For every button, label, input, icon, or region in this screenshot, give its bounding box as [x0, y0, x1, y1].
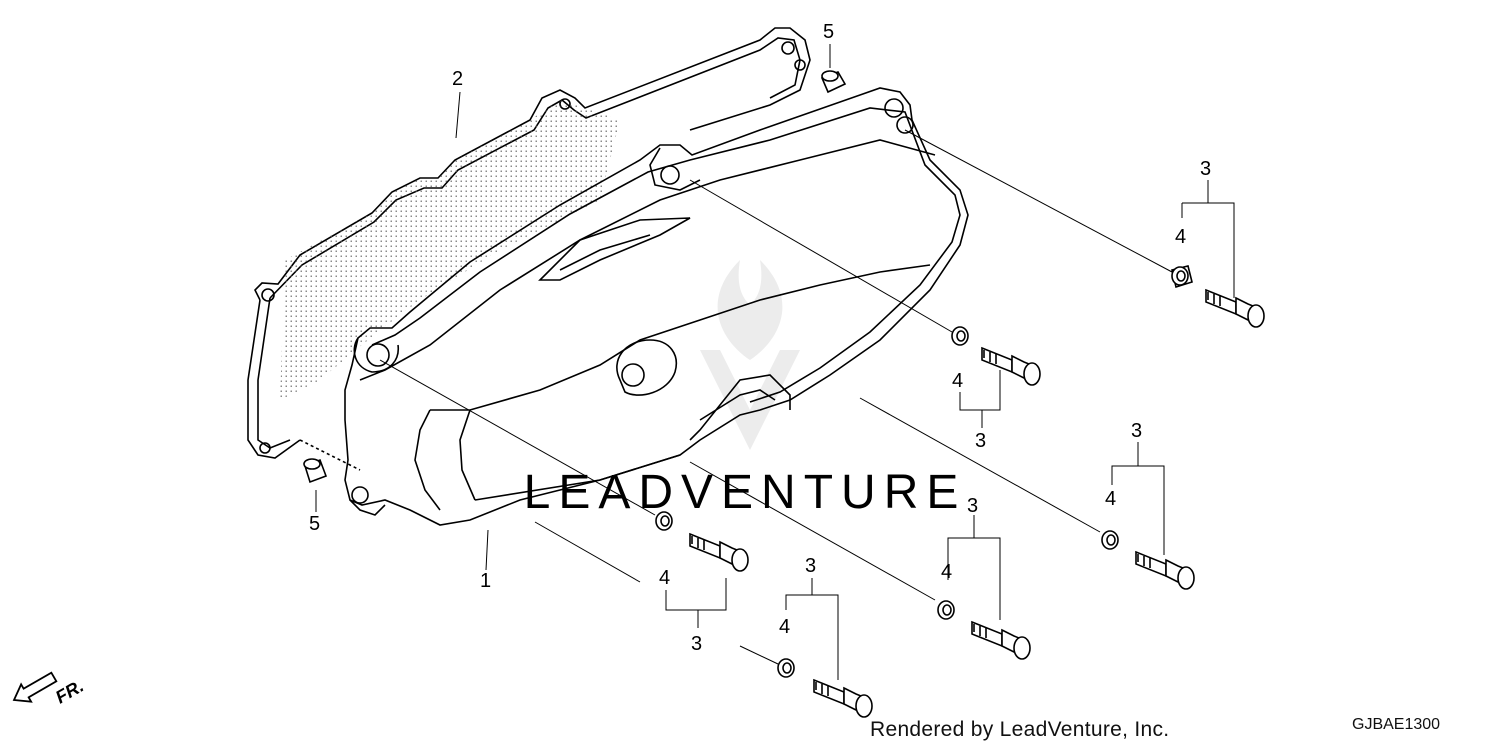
callout-3-d: 3 — [967, 495, 978, 517]
bolt-a — [1205, 288, 1265, 328]
front-direction-label: FR. — [52, 676, 87, 708]
bolt-f — [813, 678, 873, 718]
washer-c — [1101, 530, 1119, 550]
callout-3-f: 3 — [805, 555, 816, 577]
dowel-pin-lower — [303, 458, 328, 484]
callout-3-c: 3 — [1131, 420, 1142, 442]
washer-f — [777, 658, 795, 678]
render-credit: Rendered by LeadVenture, Inc. — [870, 718, 1170, 741]
washer-a — [1171, 265, 1193, 289]
front-direction-arrow-icon — [12, 671, 58, 703]
bolt-b — [981, 346, 1041, 386]
callout-4-f: 4 — [779, 616, 790, 638]
bolt-e — [689, 532, 749, 572]
callout-5-upper: 5 — [823, 21, 834, 43]
washer-e — [655, 511, 673, 531]
callout-3-b: 3 — [975, 430, 986, 452]
callout-4-a: 4 — [1175, 226, 1186, 248]
cover-part-1 — [344, 87, 969, 526]
callout-2: 2 — [452, 68, 463, 90]
dowel-pin-upper — [820, 70, 847, 94]
bolt-c — [1135, 550, 1195, 590]
drawing-code: GJBAE1300 — [1352, 716, 1441, 733]
bolt-d — [971, 620, 1031, 660]
callout-4-e: 4 — [659, 567, 670, 589]
callout-4-b: 4 — [952, 370, 963, 392]
callout-5-lower: 5 — [309, 513, 320, 535]
callout-3-e: 3 — [691, 633, 702, 655]
watermark-logo: LEADVENTURE — [524, 260, 967, 519]
leader-lines — [315, 44, 1235, 680]
washer-b — [951, 326, 969, 346]
watermark-text: LEADVENTURE — [524, 466, 967, 519]
washer-d — [937, 600, 955, 620]
callout-4-d: 4 — [941, 561, 952, 583]
callout-3-a: 3 — [1200, 158, 1211, 180]
callout-1: 1 — [480, 570, 491, 592]
gasket-part-2 — [247, 27, 811, 471]
callout-4-c: 4 — [1105, 488, 1116, 510]
